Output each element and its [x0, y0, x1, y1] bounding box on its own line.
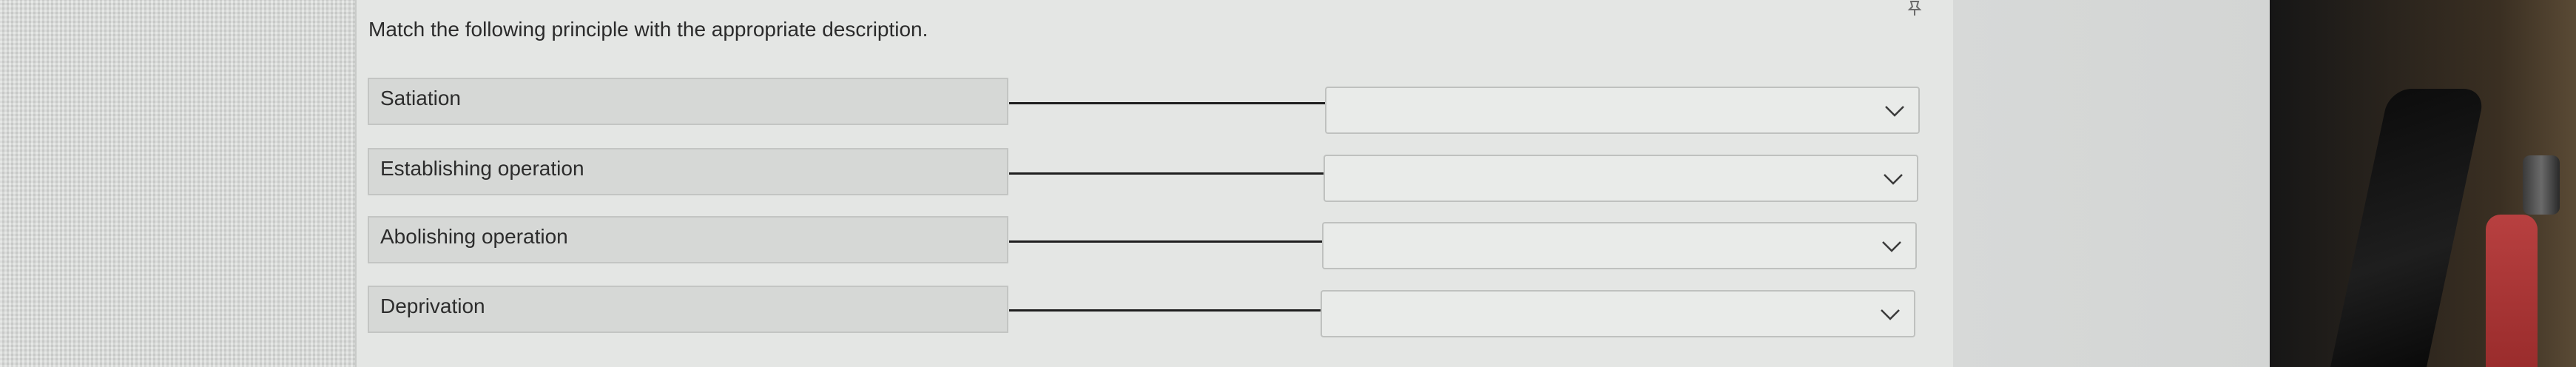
question-text: Match the following principle with the a…: [368, 18, 928, 41]
term-box: Satiation: [368, 78, 1008, 125]
connector-line: [1009, 240, 1322, 243]
match-row-abolishing-operation: Abolishing operation: [0, 216, 2576, 269]
term-box: Deprivation: [368, 286, 1008, 333]
background-object-red: [2486, 215, 2538, 367]
background-right: [1953, 0, 2271, 367]
connector-line: [1009, 309, 1321, 312]
match-row-establishing-operation: Establishing operation: [0, 148, 2576, 202]
connector-line: [1009, 172, 1324, 175]
chevron-down-icon: [1882, 241, 1901, 252]
term-label: Abolishing operation: [380, 225, 568, 248]
term-label: Establishing operation: [380, 157, 584, 180]
term-box: Abolishing operation: [368, 216, 1008, 263]
chevron-down-icon: [1881, 309, 1900, 320]
description-select[interactable]: [1322, 222, 1917, 269]
chevron-down-icon: [1884, 174, 1903, 185]
term-box: Establishing operation: [368, 148, 1008, 195]
pin-icon[interactable]: [1904, 0, 1926, 16]
term-label: Deprivation: [380, 294, 485, 317]
connector-line: [1009, 102, 1325, 104]
match-row-deprivation: Deprivation: [0, 286, 2576, 337]
description-select[interactable]: [1321, 290, 1915, 337]
chevron-down-icon: [1885, 106, 1904, 117]
term-label: Satiation: [380, 87, 461, 110]
description-select[interactable]: [1324, 155, 1918, 202]
description-select[interactable]: [1325, 87, 1920, 134]
match-row-satiation: Satiation: [0, 78, 2576, 134]
background-object-cap: [2523, 155, 2560, 215]
background-left: [0, 0, 370, 367]
